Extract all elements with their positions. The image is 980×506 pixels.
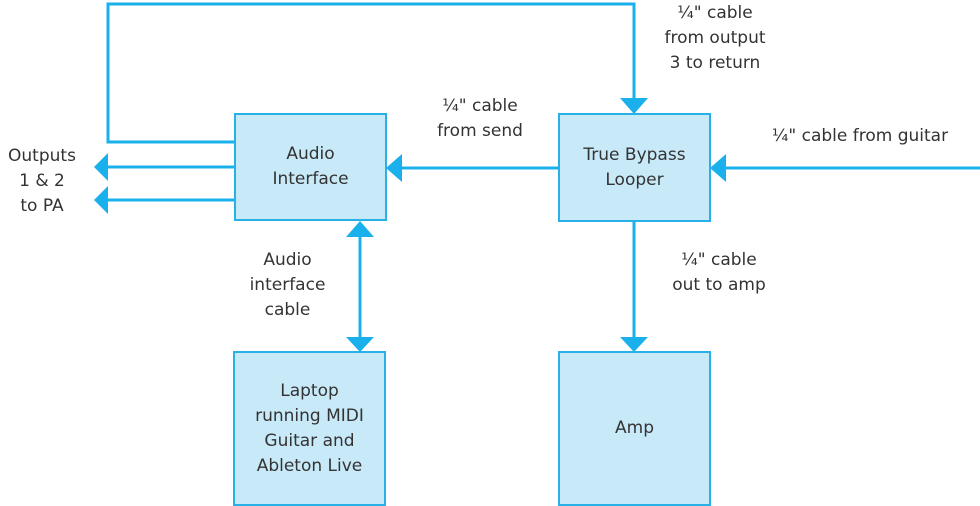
amp-box: Amp <box>558 351 711 506</box>
arrowhead-up-interface <box>346 221 374 237</box>
arrowhead-down-laptop <box>346 337 374 352</box>
label-from-send: ¼" cable from send <box>437 96 523 141</box>
arrowhead-left-looper <box>710 154 726 182</box>
arrowhead-down-looper <box>620 98 648 114</box>
arrowhead-down-amp <box>620 337 648 352</box>
true-bypass-looper-box: True Bypass Looper <box>558 113 711 222</box>
label-from-guitar: ¼" cable from guitar <box>771 126 949 146</box>
audio-interface-box: Audio Interface <box>234 113 387 221</box>
label-outputs-to-pa: Outputs 1 & 2 to PA <box>8 146 76 216</box>
arrowhead-left-pa-2 <box>94 186 108 214</box>
laptop-box: Laptop running MIDI Guitar and Ableton L… <box>233 351 386 506</box>
arrowhead-left-interface <box>386 154 402 182</box>
arrowhead-left-pa-1 <box>94 153 108 181</box>
label-audio-interface-cable: Audio interface cable <box>249 250 326 320</box>
label-output3-to-return: ¼" cable from output 3 to return <box>664 3 766 73</box>
label-out-to-amp: ¼" cable out to amp <box>672 250 766 295</box>
wire-output3-to-looper <box>106 2 636 144</box>
